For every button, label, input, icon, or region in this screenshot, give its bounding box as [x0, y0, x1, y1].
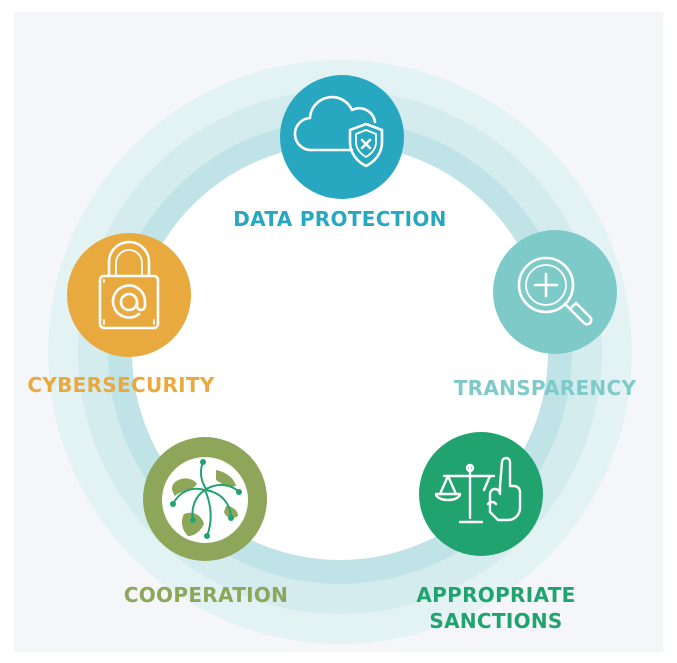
cloud-shield-icon	[293, 95, 384, 168]
appropriate-sanctions-label: APPROPRIATE SANCTIONS	[416, 582, 575, 634]
cooperation-label: COOPERATION	[123, 583, 289, 607]
transparency-label: TRANSPARENCY	[453, 376, 637, 400]
appropriate-sanctions-label-line2: SANCTIONS	[429, 609, 563, 633]
globe-arrows-icon	[162, 457, 248, 543]
scales-hand-icon	[434, 456, 522, 524]
cybersecurity-node	[67, 233, 191, 357]
magnifier-plus-icon	[517, 256, 593, 326]
data-protection-label: DATA PROTECTION	[233, 207, 447, 231]
padlock-at-icon	[98, 240, 160, 330]
data-protection-node	[280, 75, 404, 199]
cooperation-node	[143, 437, 267, 561]
cybersecurity-label: CYBERSECURITY	[27, 373, 215, 397]
transparency-node	[493, 230, 617, 354]
appropriate-sanctions-node	[419, 432, 543, 556]
appropriate-sanctions-label-line1: APPROPRIATE	[416, 583, 576, 607]
